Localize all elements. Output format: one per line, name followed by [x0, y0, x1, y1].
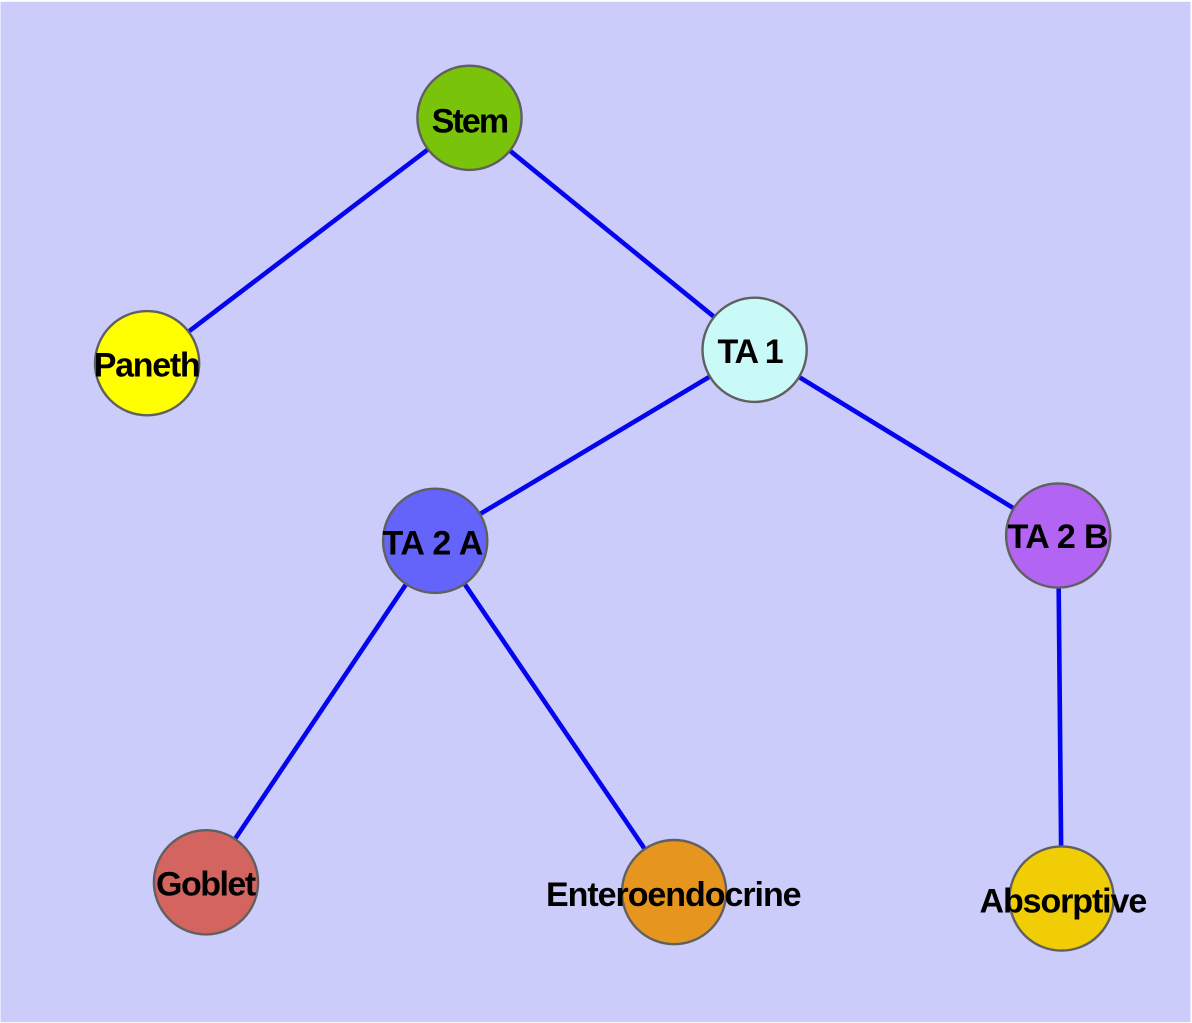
svg-text:Absorptive: Absorptive — [980, 883, 1148, 921]
svg-text:TA 2 B: TA 2 B — [1008, 518, 1109, 556]
svg-text:TA 1: TA 1 — [718, 333, 784, 371]
svg-text:Goblet: Goblet — [156, 866, 256, 904]
svg-text:TA 2 A: TA 2 A — [383, 524, 484, 562]
svg-text:Enteroendocrine: Enteroendocrine — [546, 876, 802, 914]
svg-text:Stem: Stem — [432, 102, 510, 140]
svg-text:Paneth: Paneth — [94, 346, 201, 384]
